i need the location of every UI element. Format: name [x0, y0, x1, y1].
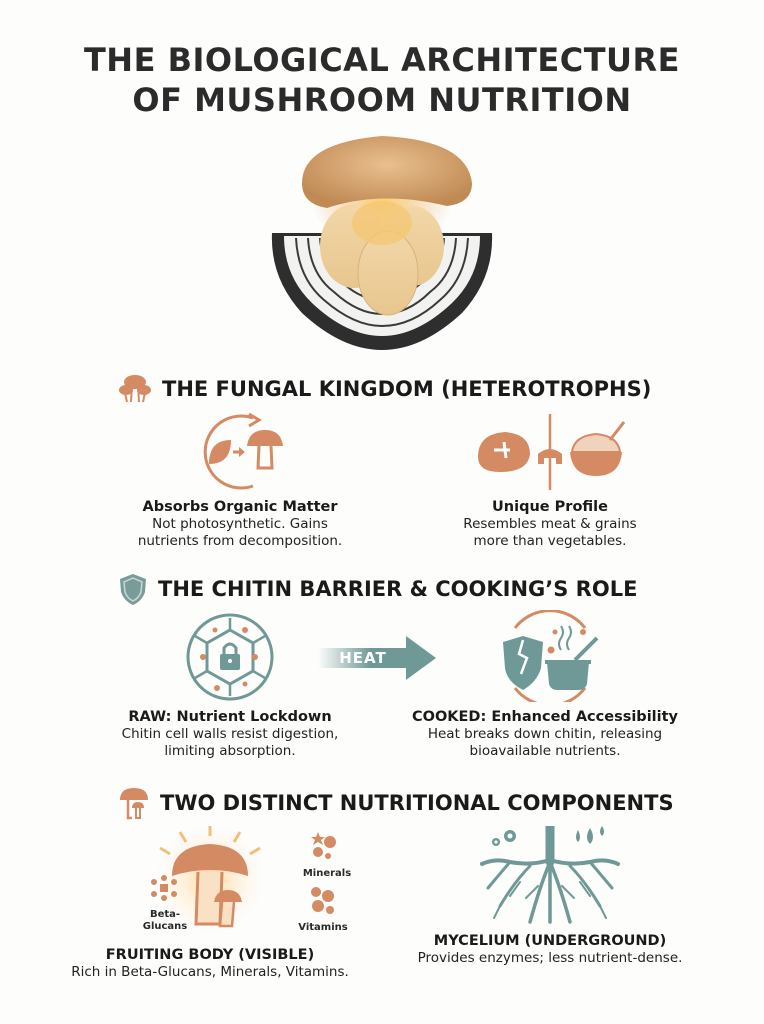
beta-glucans-tag: Beta- Glucans: [140, 909, 190, 933]
heat-label: HEAT: [339, 649, 387, 667]
section-heading-text: THE CHITIN BARRIER & COOKING’S ROLE: [158, 577, 638, 601]
item-title: Unique Profile: [492, 499, 608, 515]
item-desc-1: Heat breaks down chitin, releasing: [427, 726, 663, 742]
item-title: RAW: Nutrient Lockdown: [128, 709, 332, 725]
lions-mane-mushroom-illustration: [271, 136, 493, 350]
page-title: THE BIOLOGICAL ARCHITECTURE OF MUSHROOM …: [0, 40, 764, 120]
item-title: FRUITING BODY (VISIBLE): [105, 947, 315, 963]
component-item-mycelium: MYCELIUM (UNDERGROUND) Provides enzymes;…: [400, 826, 700, 967]
broken-shield-cooking-pot-icon: [503, 610, 599, 702]
title-line-2: OF MUSHROOM NUTRITION: [132, 81, 632, 119]
item-desc-1: Resembles meat & grains: [463, 516, 637, 532]
heat-arrow: HEAT: [318, 636, 436, 680]
chitin-item-raw: RAW: Nutrient Lockdown Chitin cell walls…: [100, 612, 360, 760]
section-heading-text: THE FUNGAL KINGDOM (HETEROTROPHS): [162, 377, 652, 401]
minerals-tag: Minerals: [302, 868, 352, 879]
component-item-fruiting-body: Beta- Glucans Minerals Vitamins FRUITING…: [40, 824, 380, 980]
item-desc-2: nutrients from decomposition.: [137, 533, 343, 549]
section-heading-chitin-barrier: THE CHITIN BARRIER & COOKING’S ROLE: [118, 572, 637, 606]
meat-scale-grain-bowl-icon: [478, 414, 626, 490]
fungal-item-absorbs: Absorbs Organic Matter Not photosyntheti…: [120, 412, 360, 550]
section-heading-fungal-kingdom: THE FUNGAL KINGDOM (HETEROTROPHS): [118, 372, 651, 406]
leaf-to-mushroom-cycle-icon: [203, 412, 283, 490]
item-text: FRUITING BODY (VISIBLE) Rich in Beta-Glu…: [40, 940, 380, 981]
item-desc-1: Chitin cell walls resist digestion,: [121, 726, 339, 742]
item-desc-2: limiting absorption.: [164, 743, 296, 759]
item-title: Absorbs Organic Matter: [142, 499, 338, 515]
vitamins-tag: Vitamins: [298, 922, 348, 933]
item-desc-1: Rich in Beta-Glucans, Minerals, Vitamins…: [71, 964, 349, 980]
item-desc-2: bioavailable nutrients.: [469, 743, 621, 759]
locked-cell-wall-icon: [186, 613, 274, 701]
tag-line: Beta-: [149, 909, 181, 920]
mushroom-pair-icon: [120, 788, 148, 820]
item-title: MYCELIUM (UNDERGROUND): [433, 933, 667, 949]
beta-glucan-molecule-icon: [151, 875, 177, 901]
item-desc-1: Provides enzymes; less nutrient-dense.: [417, 950, 683, 966]
item-desc-1: Not photosynthetic. Gains: [152, 516, 328, 532]
item-desc-2: more than vegetables.: [473, 533, 627, 549]
fungal-item-profile: Unique Profile Resembles meat & grains m…: [430, 412, 670, 550]
section-heading-two-components: TWO DISTINCT NUTRITIONAL COMPONENTS: [118, 786, 674, 820]
title-line-1: THE BIOLOGICAL ARCHITECTURE: [83, 41, 681, 79]
heat-arrow-icon: [318, 636, 436, 680]
glowing-mushroom-icon: [155, 824, 265, 934]
section-heading-text: TWO DISTINCT NUTRITIONAL COMPONENTS: [160, 791, 674, 815]
chitin-item-cooked: COOKED: Enhanced Accessibility Heat brea…: [400, 610, 690, 760]
tag-line: Glucans: [142, 921, 188, 932]
item-title: COOKED: Enhanced Accessibility: [412, 709, 678, 725]
vitamins-icon: [311, 887, 334, 914]
mycelium-roots-icon: [480, 826, 620, 924]
minerals-icon: [311, 832, 336, 859]
shield-icon: [120, 574, 146, 605]
mushroom-cluster-icon: [119, 375, 151, 403]
